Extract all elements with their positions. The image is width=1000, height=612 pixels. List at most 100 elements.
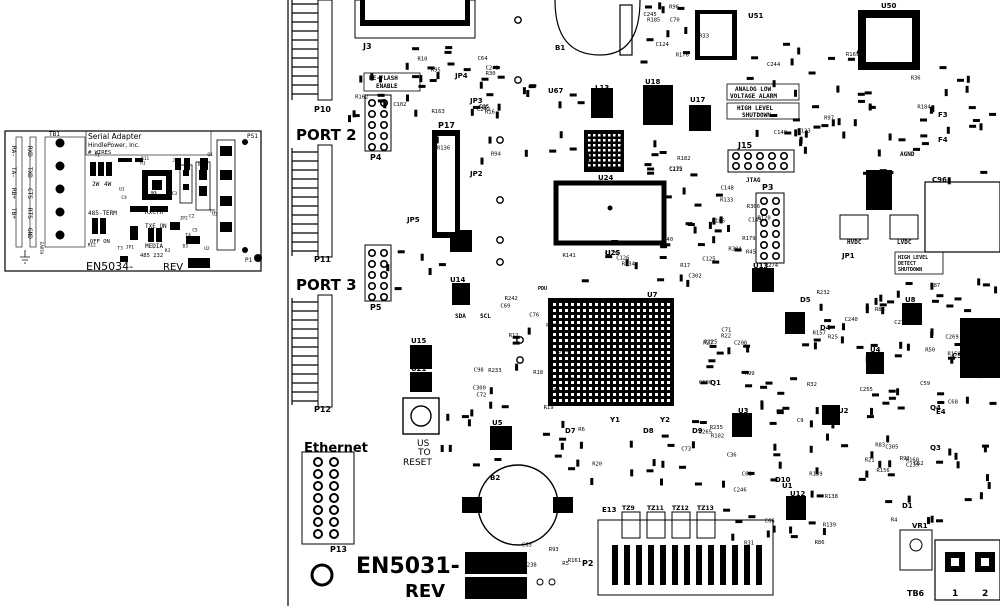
cpu-ball: [588, 159, 591, 162]
cpu-ball: [613, 144, 616, 147]
bga-ball: [667, 357, 670, 360]
res-r184: R184: [917, 105, 931, 111]
ic-label-q3: Q3: [930, 444, 941, 452]
cap-c300: C300: [473, 385, 486, 391]
bga-ball: [565, 387, 568, 390]
left-ref-d3: D3: [183, 244, 189, 250]
smd-pad: [659, 256, 667, 259]
bga-ball: [571, 333, 574, 336]
smd-pad: [804, 130, 808, 138]
via: [496, 258, 504, 266]
cap-c73: C73: [681, 447, 691, 453]
left-ref-t3: T3: [117, 245, 123, 251]
smd-pad: [842, 131, 846, 139]
cpu-ball: [593, 134, 596, 137]
smd-pad: [879, 303, 887, 307]
left-ref-c5: C5: [192, 228, 198, 234]
bga-ball: [565, 327, 568, 330]
vias: [496, 16, 524, 364]
label-485-term: 485-TERM: [88, 210, 117, 217]
smd-pad: [663, 243, 671, 247]
smd-pad: [987, 482, 991, 489]
bga-ball: [553, 387, 556, 390]
reset-button: [402, 397, 440, 435]
bga-ball: [643, 315, 646, 318]
bga-ball: [565, 339, 568, 342]
cap-c125: C125: [702, 257, 715, 263]
res-r4: R4: [891, 517, 898, 523]
bga-ball: [661, 351, 664, 354]
cap-c124: C124: [656, 42, 670, 48]
ic-label-u8: U8: [905, 296, 916, 304]
ic-label-u10: U10: [788, 316, 804, 324]
bga-ball: [607, 309, 610, 312]
pin-p3: [759, 197, 768, 206]
bga-ball: [571, 387, 574, 390]
bga-ball: [661, 387, 664, 390]
smd-pad: [870, 451, 874, 459]
bga-ball: [607, 399, 610, 402]
cpu-ball: [603, 164, 606, 167]
bga-ball: [661, 363, 664, 366]
smd-pad: [576, 459, 580, 467]
ic-u8: [902, 303, 922, 325]
bga-ball: [583, 333, 586, 336]
pin-p5: [367, 292, 376, 301]
pin-p4: [379, 143, 388, 152]
smd-pad: [994, 286, 998, 294]
ic-label-q1: Q1: [710, 379, 721, 387]
res-r86: R86: [815, 540, 825, 546]
smd-pad: [444, 50, 452, 54]
label-j3: J3: [362, 42, 372, 51]
tz12: [671, 511, 691, 539]
smd-pad: [896, 290, 900, 298]
smd-pad: [782, 406, 790, 410]
res-r45: R45: [746, 250, 756, 256]
bga-ball: [625, 309, 628, 312]
res-r22: R22: [721, 334, 731, 340]
bga-ball: [643, 369, 646, 372]
cpu-ball: [598, 159, 601, 162]
tz-label-tz12: TZ12: [672, 505, 689, 512]
label-txe-on: TXE ON: [145, 223, 167, 230]
smd-pad: [727, 347, 731, 355]
bga-ball: [631, 399, 634, 402]
smd-pad: [936, 294, 944, 298]
bga-ball: [577, 357, 580, 360]
bga-ball: [661, 321, 664, 324]
bga-ball: [583, 393, 586, 396]
bga-ball: [559, 309, 562, 312]
smd-pad: [887, 473, 895, 477]
bga-ball: [625, 315, 628, 318]
bga-ball: [643, 393, 646, 396]
bga-ball: [559, 327, 562, 330]
smd-pad: [769, 421, 777, 425]
cap-c68: C68: [948, 400, 958, 406]
switch-485-term-1: [92, 218, 98, 234]
smd-pad: [789, 526, 793, 534]
ic-label-d7: D7: [565, 427, 576, 435]
bga-ball: [661, 315, 664, 318]
pin-j15: [779, 162, 788, 171]
bga-ball: [613, 345, 616, 348]
smd-pad: [816, 494, 824, 498]
smd-pad: [515, 363, 519, 371]
pin-p5: [379, 292, 388, 301]
smd-pad-c2: [120, 256, 128, 262]
bga-ball: [595, 351, 598, 354]
smd-pad: [946, 304, 954, 308]
smd-pad: [937, 392, 945, 396]
bga-ball: [661, 345, 664, 348]
smd-pad: [965, 396, 969, 404]
battery-b1: [554, 0, 641, 56]
smd-pad: [778, 461, 782, 469]
bga-ball: [607, 315, 610, 318]
smd-pad: [420, 253, 424, 261]
bga-ball: [631, 309, 634, 312]
ps1-pad-2: [220, 170, 232, 180]
bga-ball: [607, 363, 610, 366]
bga-ball: [565, 321, 568, 324]
res-r99: R99: [745, 371, 755, 377]
left-rev: REV: [163, 262, 183, 273]
bga-ball: [613, 357, 616, 360]
